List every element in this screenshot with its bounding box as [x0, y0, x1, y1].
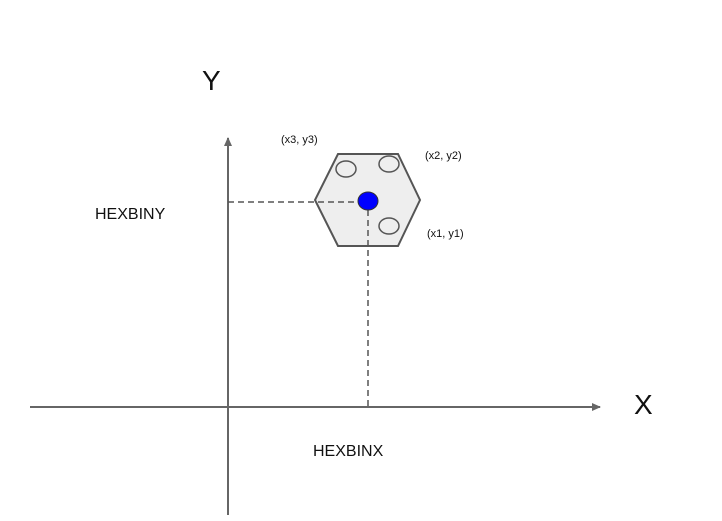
bin-center-point: [357, 191, 379, 211]
point-label-x1-y1: (x1, y1): [427, 228, 464, 240]
point-x3-y3: [335, 160, 357, 178]
x-axis-label: X: [634, 389, 653, 420]
hexbin-x-label: HEXBINX: [313, 443, 384, 460]
y-axis-label: Y: [202, 65, 221, 96]
point-label-x2-y2: (x2, y2): [425, 150, 462, 162]
hexbin-y-label: HEXBINY: [95, 206, 166, 223]
point-label-x3-y3: (x3, y3): [281, 134, 318, 146]
point-x1-y1: [378, 217, 400, 235]
point-x2-y2: [378, 155, 400, 173]
